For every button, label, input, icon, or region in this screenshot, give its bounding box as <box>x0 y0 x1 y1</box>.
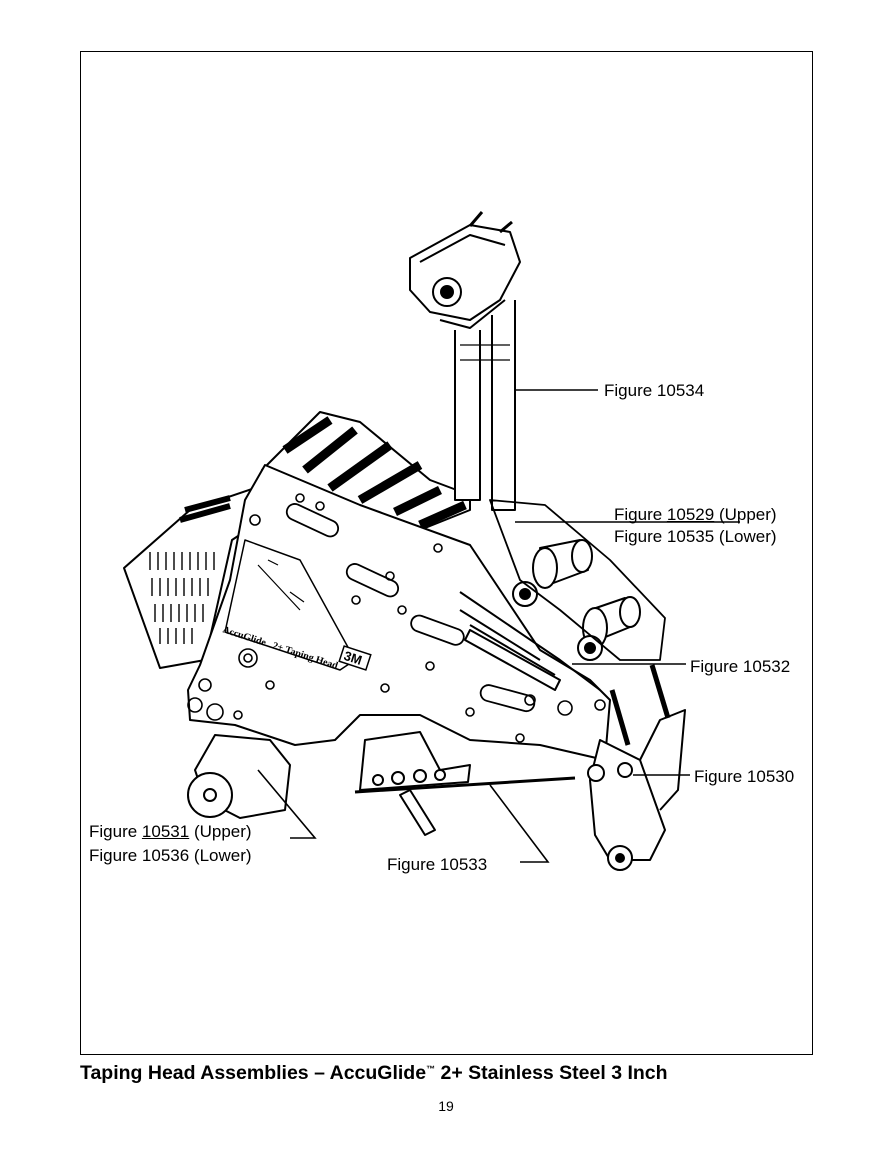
lower-roller <box>577 596 641 661</box>
tape-mount-arm <box>454 300 516 511</box>
callout-10531-word: Figure <box>89 822 138 841</box>
frame-holes <box>187 493 606 743</box>
label-panel <box>224 539 356 671</box>
right-side-plate <box>489 499 666 661</box>
callout-figure-10534: Figure 10534 <box>604 381 705 400</box>
callout-figure-10533: Figure 10533 <box>387 855 488 874</box>
callout-figure-10530: Figure 10530 <box>694 767 795 786</box>
frame-slots <box>285 503 536 713</box>
tape-mount-roll <box>409 211 521 329</box>
buffing-arm <box>589 739 666 861</box>
callout-figure-10529-upper: Figure 10529 (Upper) <box>614 505 777 525</box>
top-cover-ridges <box>282 416 467 530</box>
callout-10531-suffix: (Upper) <box>193 822 252 841</box>
figure-frame <box>80 51 813 1055</box>
machine-3m-logo: 3M <box>342 648 364 668</box>
applying-arm <box>459 591 601 691</box>
caption-suffix: 2+ Stainless Steel 3 Inch <box>435 1062 668 1084</box>
page-number: 19 <box>438 1098 454 1114</box>
callout-10529-word: Figure <box>614 505 663 524</box>
callout-figure-10535-lower: Figure 10535 (Lower) <box>614 527 777 546</box>
callout-10531-number: 10531 <box>141 822 190 841</box>
rear-cover-slots <box>179 495 231 523</box>
caption-prefix: Taping Head Assemblies – AccuGlide <box>80 1062 427 1084</box>
figure-caption: Taping Head Assemblies – AccuGlide™ 2+ S… <box>80 1062 668 1085</box>
callout-figure-10532: Figure 10532 <box>690 657 791 676</box>
leader-lines <box>257 389 740 863</box>
rear-cover-louvres <box>149 552 215 644</box>
caster-wheel <box>187 734 291 819</box>
callout-figure-10531-upper: Figure 10531 (Upper) <box>89 822 252 842</box>
callout-10529-number: 10529 <box>666 505 715 524</box>
springs <box>609 664 671 746</box>
upper-roller <box>512 539 593 607</box>
callout-10529-suffix: (Upper) <box>718 505 777 524</box>
cutoff-bracket <box>354 731 576 836</box>
callout-figure-10536-lower: Figure 10536 (Lower) <box>89 846 252 865</box>
caption-trademark: ™ <box>426 1064 436 1074</box>
